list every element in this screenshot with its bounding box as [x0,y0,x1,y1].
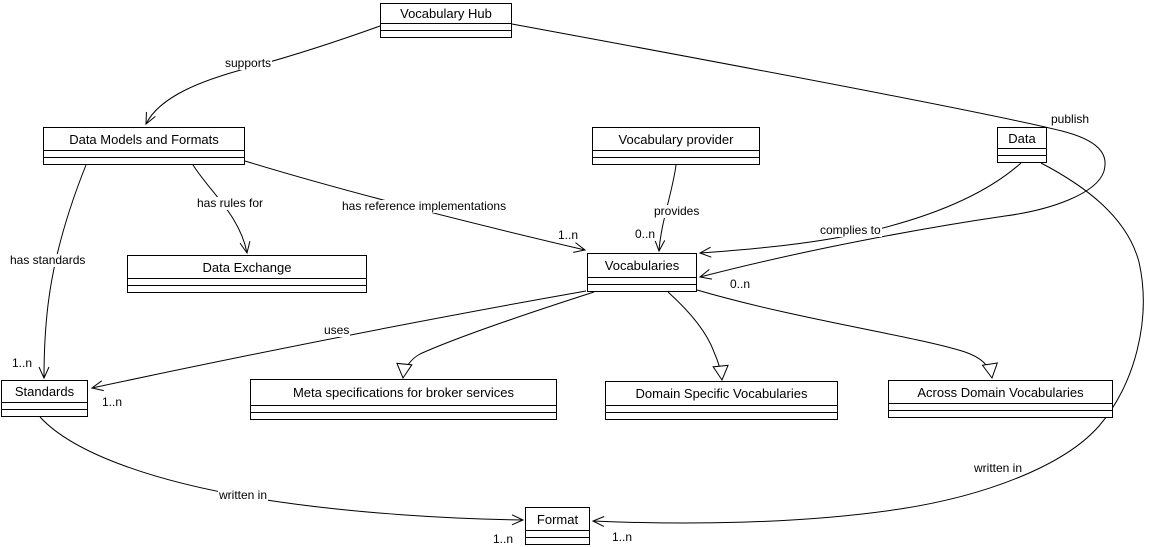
edge-generalization-meta-specifications [396,291,595,380]
edge-label-has-reference-implementations: has reference implementations [341,199,508,213]
edge-label-supports: supports [224,56,273,70]
edge-supports [145,25,381,126]
edge-label-has-rules-for: has rules for [196,196,265,210]
edge-generalization-domain-specific [667,291,729,382]
uml-methods-compartment [526,537,589,544]
node-data-exchange: Data Exchange [127,255,367,293]
node-vocabularies: Vocabularies [587,253,697,292]
node-title: Standards [14,384,75,399]
node-title: Data Exchange [202,259,292,275]
uml-attributes-compartment [526,530,589,537]
uml-methods-compartment [889,410,1112,417]
uml-attributes-compartment [44,150,244,157]
node-title: Format [536,511,579,527]
edge-written-in-standards [39,416,525,526]
uml-methods-compartment [381,30,511,37]
edge-label-provides: provides [653,204,701,218]
node-title: Vocabularies [604,258,680,273]
multiplicity-uses: 1..n [101,395,124,409]
edge-complies-to [698,162,1022,258]
edge-label-written-in-standards: written in [218,488,269,502]
node-data: Data [997,127,1047,163]
uml-attributes-compartment [381,23,511,30]
uml-attributes-compartment [128,278,366,285]
uml-methods-compartment [128,285,366,292]
uml-methods-compartment [44,157,244,164]
edge-label-written-in-data: written in [973,461,1024,475]
edge-label-complies-to: complies to [819,223,882,237]
node-title: Across Domain Vocabularies [917,384,1084,400]
edge-label-publish: publish [1050,112,1091,126]
uml-attributes-compartment [2,402,87,409]
edge-publish [511,23,1106,280]
node-data-models-and-formats: Data Models and Formats [43,127,245,165]
multiplicity-written-in-standards: 1..n [492,532,515,546]
node-format: Format [525,507,590,545]
node-title: Data Models and Formats [69,131,219,147]
edge-generalization-across-domain [696,289,999,380]
node-title: Data [1008,130,1036,146]
uml-attributes-compartment [998,148,1046,155]
node-standards: Standards [1,380,88,417]
node-title: Domain Specific Vocabularies [635,386,808,401]
edge-written-in-data [591,162,1144,527]
uml-attributes-compartment [588,277,696,284]
uml-methods-compartment [593,157,759,164]
node-title: Meta specifications for broker services [292,385,515,400]
node-domain-specific-vocabularies: Domain Specific Vocabularies [605,381,838,420]
multiplicity-has-reference-implementations: 1..n [557,228,580,242]
node-vocabulary-provider: Vocabulary provider [592,127,760,165]
edge-has-standards [38,164,87,380]
uml-attributes-compartment [889,403,1112,410]
edge-uses [90,290,587,392]
uml-methods-compartment [998,155,1046,162]
edge-label-uses: uses [323,323,351,337]
node-vocabulary-hub: Vocabulary Hub [380,3,512,38]
multiplicity-publish: 0..n [729,277,752,291]
uml-attributes-compartment [593,150,759,157]
uml-methods-compartment [251,412,556,419]
uml-methods-compartment [588,284,696,291]
uml-attributes-compartment [251,405,556,412]
node-across-domain-vocabularies: Across Domain Vocabularies [888,380,1113,418]
edge-label-has-standards: has standards [9,253,87,267]
node-title: Vocabulary provider [618,131,734,147]
multiplicity-provides: 0..n [634,227,657,241]
uml-methods-compartment [606,412,837,419]
multiplicity-written-in-data: 1..n [611,530,634,544]
node-title: Vocabulary Hub [400,6,492,21]
multiplicity-has-standards: 1..n [11,356,34,370]
node-meta-specifications: Meta specifications for broker services [250,379,557,420]
uml-attributes-compartment [606,405,837,412]
uml-methods-compartment [2,409,87,416]
